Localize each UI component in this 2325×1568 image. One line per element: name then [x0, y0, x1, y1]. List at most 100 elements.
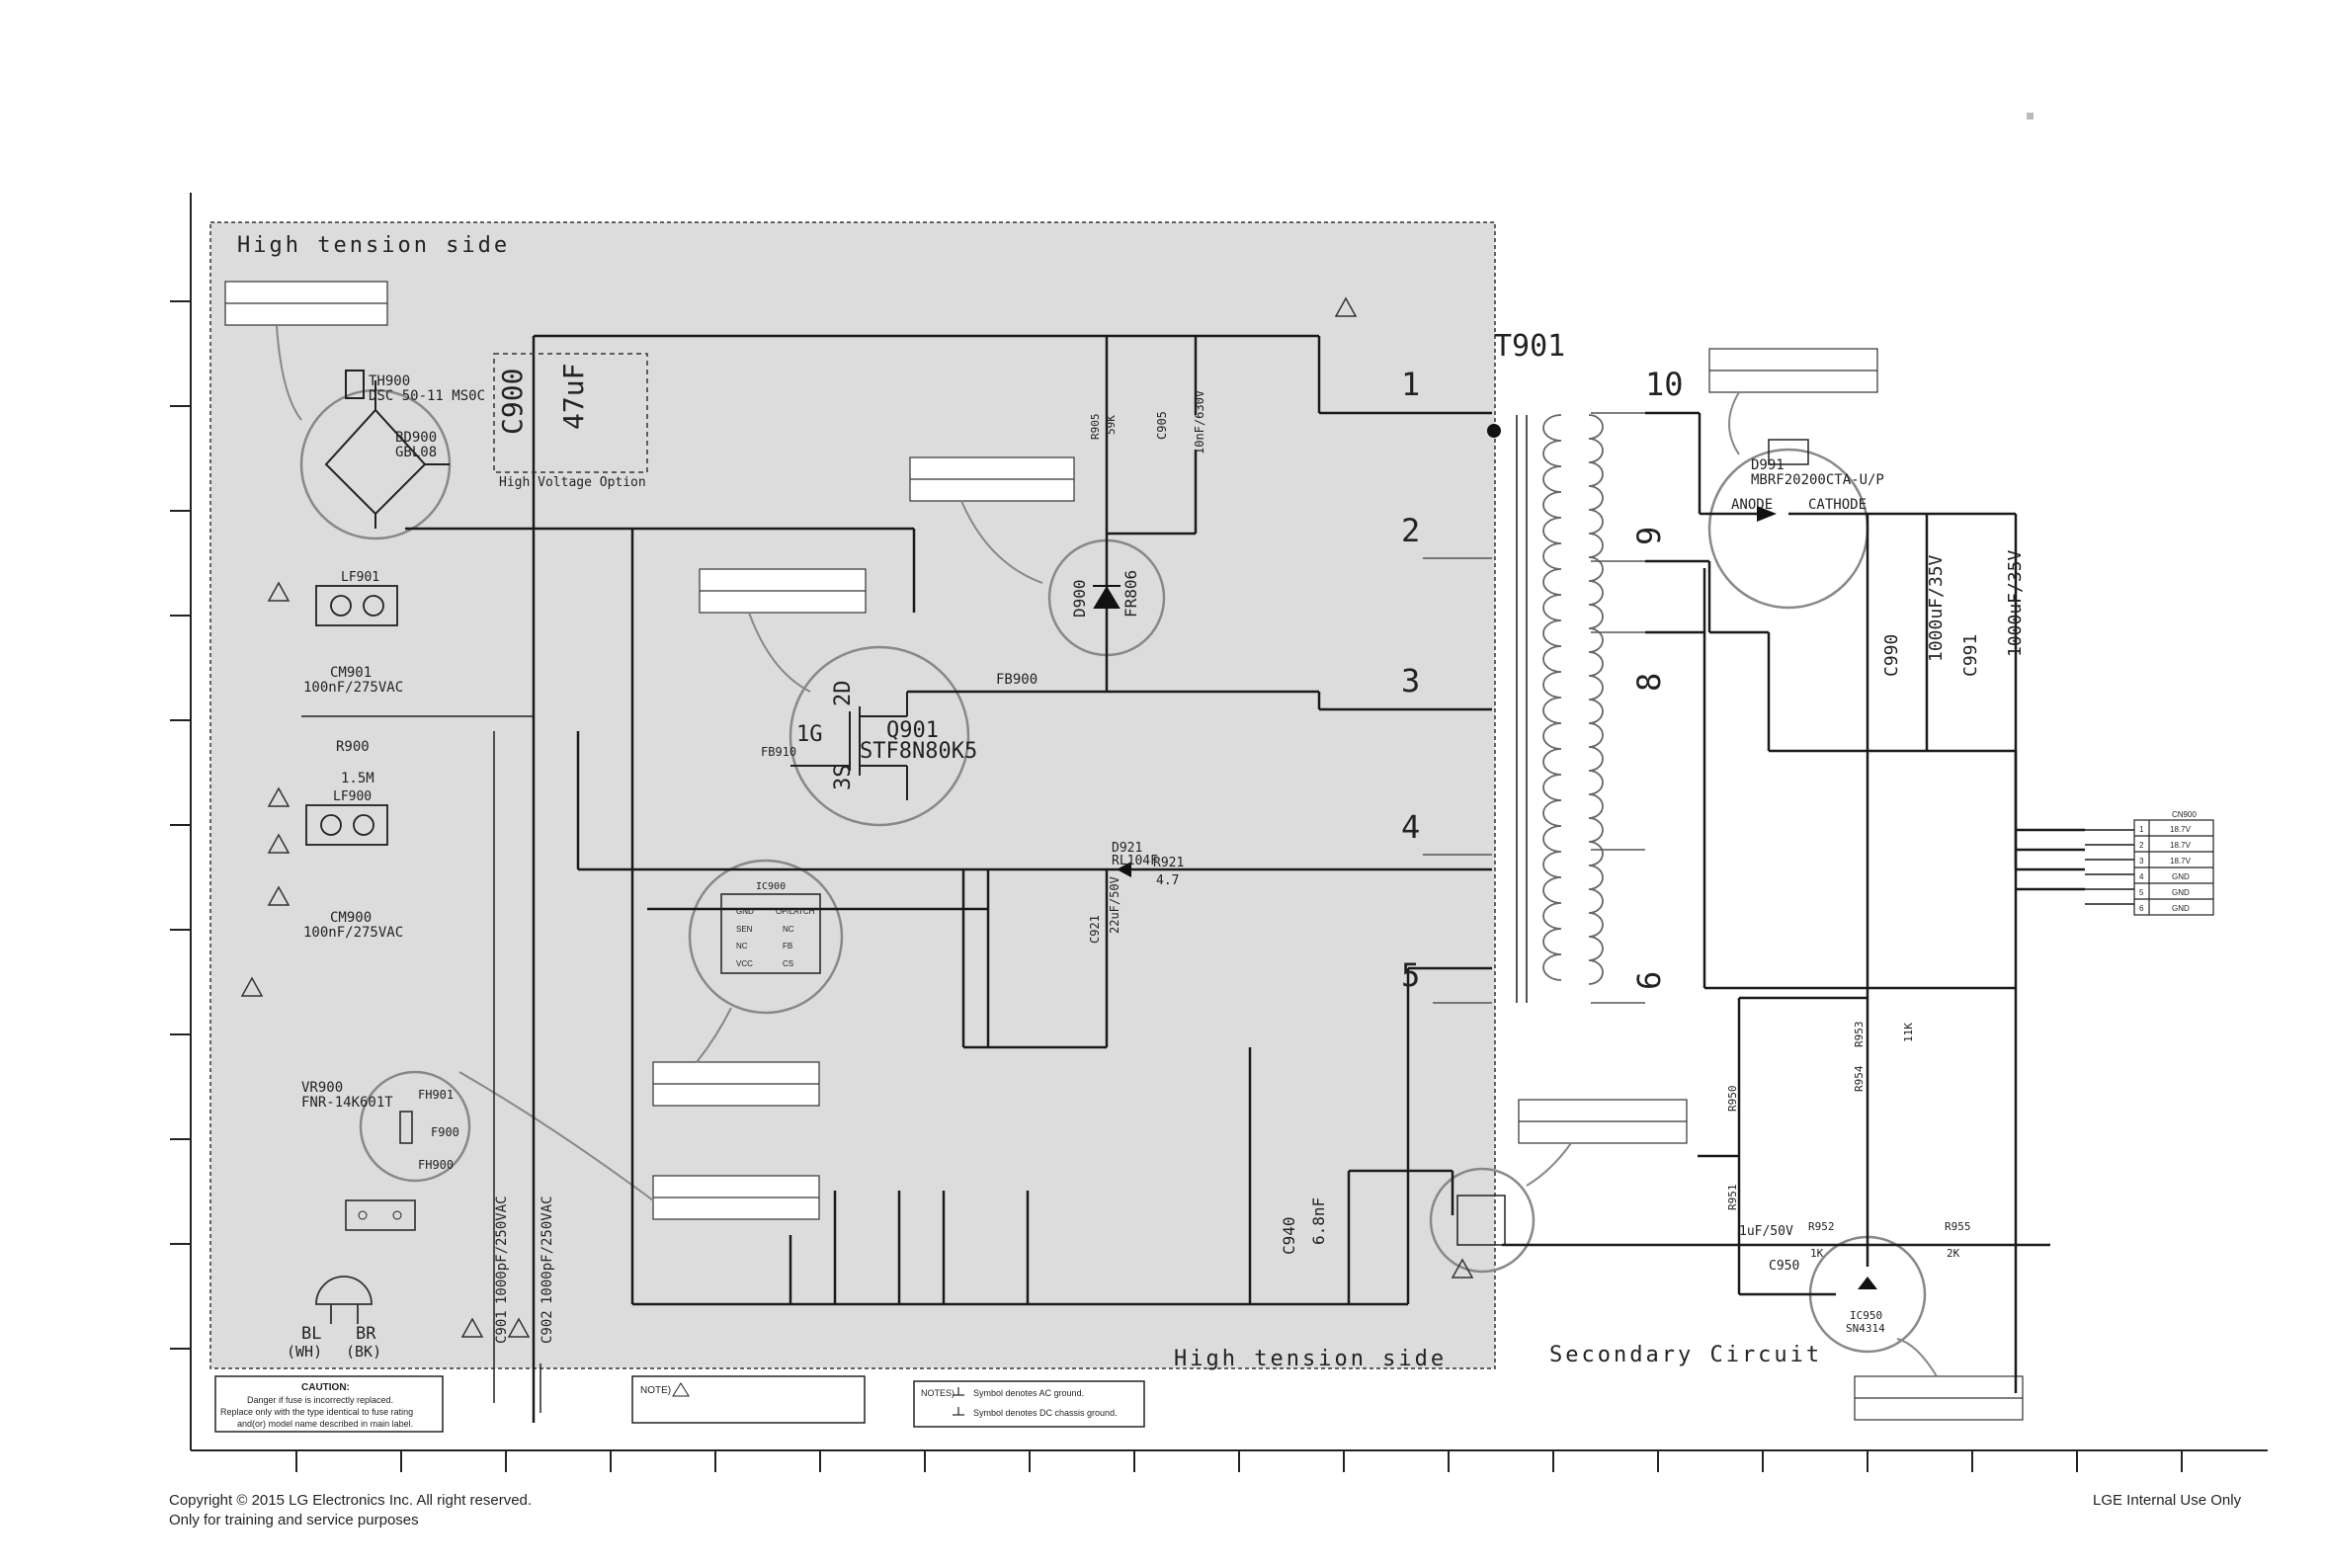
ac-plug-icon	[315, 1276, 373, 1324]
svg-text:IC950: IC950	[1850, 1309, 1882, 1322]
diode-d991-body	[1768, 439, 1809, 465]
svg-text:C990: C990	[1881, 634, 1902, 677]
svg-text:D900: D900	[1070, 579, 1089, 618]
svg-text:FB900: FB900	[996, 672, 1038, 688]
note-box-2	[913, 1380, 1145, 1428]
wiring	[405, 334, 2085, 1423]
cn900-pin-4: 4	[2139, 872, 2144, 881]
caution-box	[214, 1375, 444, 1433]
bottom-ticks	[295, 1450, 2183, 1472]
polarity-dot	[1487, 424, 1501, 438]
svg-text:CM901: CM901	[330, 665, 372, 681]
svg-text:D921: D921	[1112, 841, 1142, 856]
svg-text:1uF/50V: 1uF/50V	[1739, 1224, 1793, 1239]
pin-primary-5: 5	[1401, 956, 1420, 994]
svg-text:1000uF/35V: 1000uF/35V	[2005, 549, 2026, 657]
optocoupler	[1456, 1195, 1506, 1246]
svg-text:1000uF/35V: 1000uF/35V	[1926, 554, 1947, 662]
caution-title: CAUTION:	[301, 1382, 350, 1393]
svg-text:2K: 2K	[1947, 1247, 1960, 1260]
cn900-label-4: GND	[2172, 872, 2190, 881]
callout-arrows	[276, 325, 1938, 1377]
thermistor-th900	[345, 370, 365, 399]
svg-text:IC900: IC900	[756, 881, 786, 892]
svg-text:VR900: VR900	[301, 1080, 343, 1096]
svg-text:C921: C921	[1088, 915, 1102, 944]
cn900-label-2: 18.7V	[2170, 841, 2192, 850]
svg-text:CN900: CN900	[2172, 810, 2197, 819]
connector-cn900	[2133, 819, 2214, 916]
copyright-text: Copyright © 2015 LG Electronics Inc. All…	[169, 1492, 533, 1509]
page-frame	[170, 193, 2268, 1451]
diode-d921	[1117, 862, 1131, 877]
svg-text:1000pF/250VAC: 1000pF/250VAC	[494, 1196, 510, 1304]
svg-text:CATHODE: CATHODE	[1808, 497, 1867, 513]
svg-text:(BK): (BK)	[346, 1343, 381, 1361]
pin-primary-4: 4	[1401, 808, 1420, 846]
cn900-pin-1: 1	[2139, 825, 2144, 834]
svg-text:R950: R950	[1726, 1086, 1739, 1113]
svg-text:FR806: FR806	[1121, 570, 1140, 618]
svg-text:VCC: VCC	[736, 959, 753, 968]
transformer-t901: T901	[1423, 329, 1645, 1004]
cn900-pin-5: 5	[2139, 888, 2144, 897]
shunt-regulator-ic950	[1858, 1277, 1877, 1289]
svg-text:DSC 50-11 MS0C: DSC 50-11 MS0C	[369, 388, 485, 404]
note-box-1	[631, 1375, 866, 1424]
svg-text:100nF/275VAC: 100nF/275VAC	[303, 925, 403, 941]
hv-option-box	[493, 353, 648, 473]
svg-text:R955: R955	[1945, 1220, 1971, 1233]
ic900-controller	[720, 893, 821, 974]
svg-text:(WH): (WH)	[287, 1343, 322, 1361]
cn900-pin-6: 6	[2139, 904, 2144, 913]
fuse-f900	[399, 1111, 413, 1144]
svg-text:BL: BL	[301, 1324, 321, 1344]
svg-text:2D: 2D	[831, 681, 856, 707]
high-tension-area	[209, 221, 1496, 1369]
svg-text:1000pF/250VAC: 1000pF/250VAC	[540, 1196, 555, 1304]
svg-text:SN4314: SN4314	[1846, 1322, 1885, 1335]
svg-text:10nF/630V: 10nF/630V	[1193, 390, 1206, 454]
cn900-pin-3: 3	[2139, 857, 2144, 866]
caution-line-1: Danger if fuse is incorrectly replaced.	[247, 1395, 393, 1405]
cn900-label-5: GND	[2172, 888, 2190, 897]
pin-primary-3: 3	[1401, 662, 1420, 700]
cn900-pin-2: 2	[2139, 841, 2144, 850]
svg-text:C991: C991	[1960, 634, 1981, 677]
line-filter-lf900	[305, 804, 388, 846]
svg-text:FB: FB	[783, 942, 792, 950]
connector-leads	[2085, 829, 2134, 905]
svg-text:R921: R921	[1153, 856, 1184, 870]
svg-text:C900: C900	[496, 369, 529, 435]
svg-text:Symbol denotes DC chassis grou: Symbol denotes DC chassis ground.	[973, 1408, 1118, 1418]
svg-text:6.8nF: 6.8nF	[1309, 1197, 1328, 1245]
svg-text:C940: C940	[1280, 1216, 1298, 1255]
pin-secondary-9: 9	[1630, 527, 1668, 545]
svg-text:FH900: FH900	[418, 1158, 454, 1172]
pin-secondary-10: 10	[1645, 366, 1684, 403]
svg-text:NOTES): NOTES)	[921, 1388, 955, 1398]
svg-text:R900: R900	[336, 739, 370, 755]
mosfet-q901	[790, 692, 908, 800]
svg-text:Q901: Q901	[886, 718, 939, 743]
svg-text:R905: R905	[1089, 414, 1102, 441]
high-tension-label-bottom: High tension side	[1174, 1347, 1447, 1371]
svg-text:1K: 1K	[1810, 1247, 1824, 1260]
svg-text:R953: R953	[1853, 1022, 1866, 1048]
svg-text:1G: 1G	[796, 722, 823, 747]
svg-text:C905: C905	[1155, 411, 1169, 440]
warning-triangle-icons	[240, 296, 1474, 1338]
svg-text:LF901: LF901	[341, 570, 379, 585]
svg-text:GND: GND	[736, 907, 754, 916]
bridge-rectifier-bd900	[324, 380, 450, 529]
svg-text:47uF: 47uF	[557, 364, 590, 430]
diode-d991	[1757, 506, 1777, 522]
svg-text:FH901: FH901	[418, 1088, 454, 1102]
svg-text:R952: R952	[1808, 1220, 1835, 1233]
svg-text:C901: C901	[494, 1310, 510, 1344]
svg-text:4.7: 4.7	[1156, 873, 1179, 888]
svg-text:Symbol denotes AC ground.: Symbol denotes AC ground.	[973, 1388, 1084, 1398]
svg-text:TH900: TH900	[369, 373, 410, 389]
training-text: Only for training and service purposes	[169, 1512, 419, 1528]
svg-text:F900: F900	[431, 1125, 459, 1139]
